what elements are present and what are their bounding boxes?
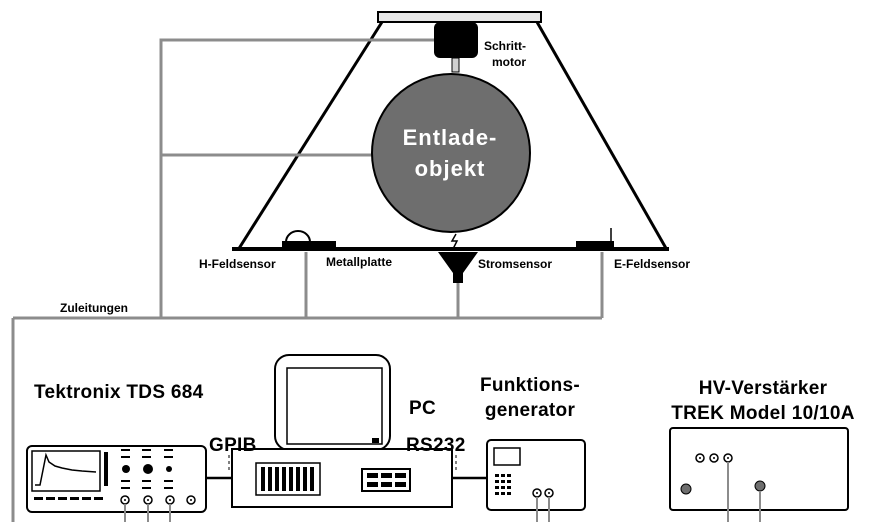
- e-sensor-label: E-Feldsensor: [614, 257, 690, 271]
- pc-vent-slots: [261, 467, 314, 491]
- hv-amplifier: [669, 427, 849, 522]
- rs232-label: RS232: [406, 435, 466, 456]
- left-strut: [236, 21, 384, 251]
- hv-knob-left: [680, 483, 692, 495]
- leads-label: Zuleitungen: [60, 301, 128, 315]
- pc-vent: [255, 462, 321, 496]
- pc: [231, 354, 453, 508]
- scope-softkeys: [34, 452, 108, 500]
- motor-label-1: Schritt-: [484, 39, 526, 53]
- funcgen-label-2: generator: [485, 400, 576, 421]
- oscilloscope: [26, 445, 207, 522]
- e-sensor-base: [576, 241, 614, 249]
- motor-shaft: [451, 57, 460, 73]
- discharge-object-sphere: [371, 73, 531, 233]
- scope-waveform: [35, 452, 97, 486]
- h-field-sensor: [282, 230, 336, 249]
- metal-plate-block: [282, 241, 336, 249]
- monitor-screen: [286, 367, 383, 445]
- stepper-motor: [434, 22, 478, 73]
- fg-display: [493, 447, 521, 466]
- object-label-1: Entlade-: [403, 125, 498, 150]
- scope-knobs: [122, 464, 172, 474]
- oscilloscope-label: Tektronix TDS 684: [34, 382, 204, 403]
- h-sensor-label: H-Feldsensor: [199, 257, 276, 271]
- lead-wires: [11, 38, 604, 522]
- e-field-sensor: [576, 228, 614, 249]
- right-strut: [535, 21, 669, 251]
- h-sensor-loop: [285, 230, 311, 243]
- object-label-2: objekt: [415, 156, 486, 181]
- pc-label: PC: [409, 398, 436, 419]
- pc-drives: [367, 473, 406, 487]
- scope-bnc-inputs: [120, 495, 196, 505]
- monitor-button: [372, 438, 379, 443]
- spark-icon: [450, 233, 459, 250]
- current-sensor: [438, 252, 478, 283]
- top-beam: [377, 11, 542, 23]
- current-sensor-label: Stromsensor: [478, 257, 552, 271]
- pc-drive-bay: [361, 468, 411, 492]
- hv-knob-right: [754, 480, 766, 492]
- hv-label-1: HV-Verstärker: [699, 378, 828, 399]
- fg-outputs: [532, 488, 554, 522]
- metal-plate-label: Metallplatte: [326, 255, 392, 269]
- scope-cables: [124, 504, 171, 522]
- hv-connectors: [695, 453, 733, 463]
- fg-keypad: [495, 474, 511, 495]
- gpib-label: GPIB: [209, 435, 257, 456]
- funcgen-label-1: Funktions-: [480, 375, 580, 396]
- motor-body: [434, 22, 478, 58]
- scope-buttons: [121, 449, 173, 489]
- motor-label-2: motor: [492, 55, 526, 69]
- function-generator: [486, 439, 586, 522]
- hv-label-2: TREK Model 10/10A: [671, 403, 855, 424]
- lead-motor: [159, 38, 434, 318]
